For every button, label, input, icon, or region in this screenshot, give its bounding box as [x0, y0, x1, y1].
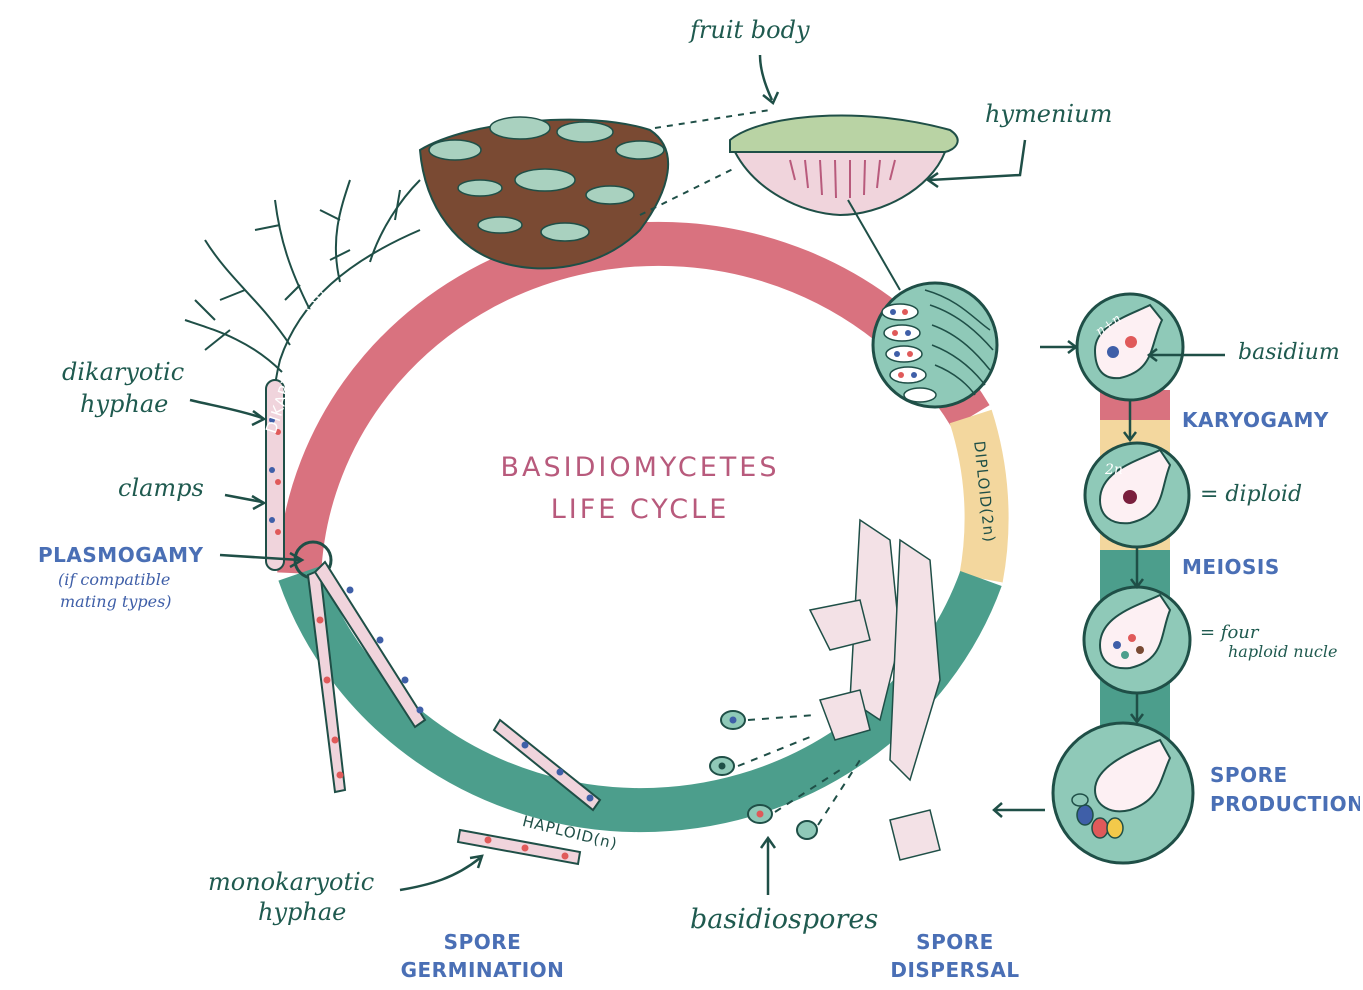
- label-monokaryotic-2: hyphae: [258, 898, 346, 926]
- label-spore-production-2: PRODUCTION: [1210, 792, 1360, 816]
- hymenium-magnified: [873, 283, 997, 407]
- label-basidiospores: basidiospores: [690, 904, 878, 935]
- diagram-title-line1: BASIDIOMYCETES: [470, 452, 810, 483]
- label-karyogamy: KARYOGAMY: [1182, 408, 1329, 432]
- label-meiosis: MEIOSIS: [1182, 555, 1280, 579]
- label-clamps: clamps: [118, 474, 204, 502]
- label-four-1: = four: [1200, 622, 1259, 643]
- label-spore-dispersal-1: SPORE: [885, 930, 1025, 954]
- label-hymenium: hymenium: [985, 100, 1112, 128]
- label-nucleus-2n: 2n: [1105, 462, 1123, 478]
- label-fruit-body: fruit body: [690, 16, 810, 44]
- label-dikaryotic-hyphae-2: hyphae: [80, 390, 168, 418]
- label-basidium: basidium: [1238, 340, 1340, 365]
- label-plasmogamy: PLASMOGAMY: [38, 543, 203, 567]
- label-spore-dispersal-2: DISPERSAL: [885, 958, 1025, 982]
- label-spore-germination-1: SPORE: [395, 930, 570, 954]
- label-dikaryotic-hyphae-1: dikaryotic: [62, 358, 184, 386]
- label-plasmogamy-note-1: (if compatible: [58, 570, 170, 590]
- label-spore-production-1: SPORE: [1210, 763, 1288, 787]
- diagram-title-line2: LIFE CYCLE: [470, 494, 810, 525]
- label-four-2: haploid nucle: [1228, 642, 1337, 661]
- label-monokaryotic-1: monokaryotic: [208, 868, 374, 896]
- label-plasmogamy-note-2: mating types): [60, 592, 172, 612]
- label-spore-germination-2: GERMINATION: [395, 958, 570, 982]
- label-diploid: = diploid: [1200, 482, 1302, 507]
